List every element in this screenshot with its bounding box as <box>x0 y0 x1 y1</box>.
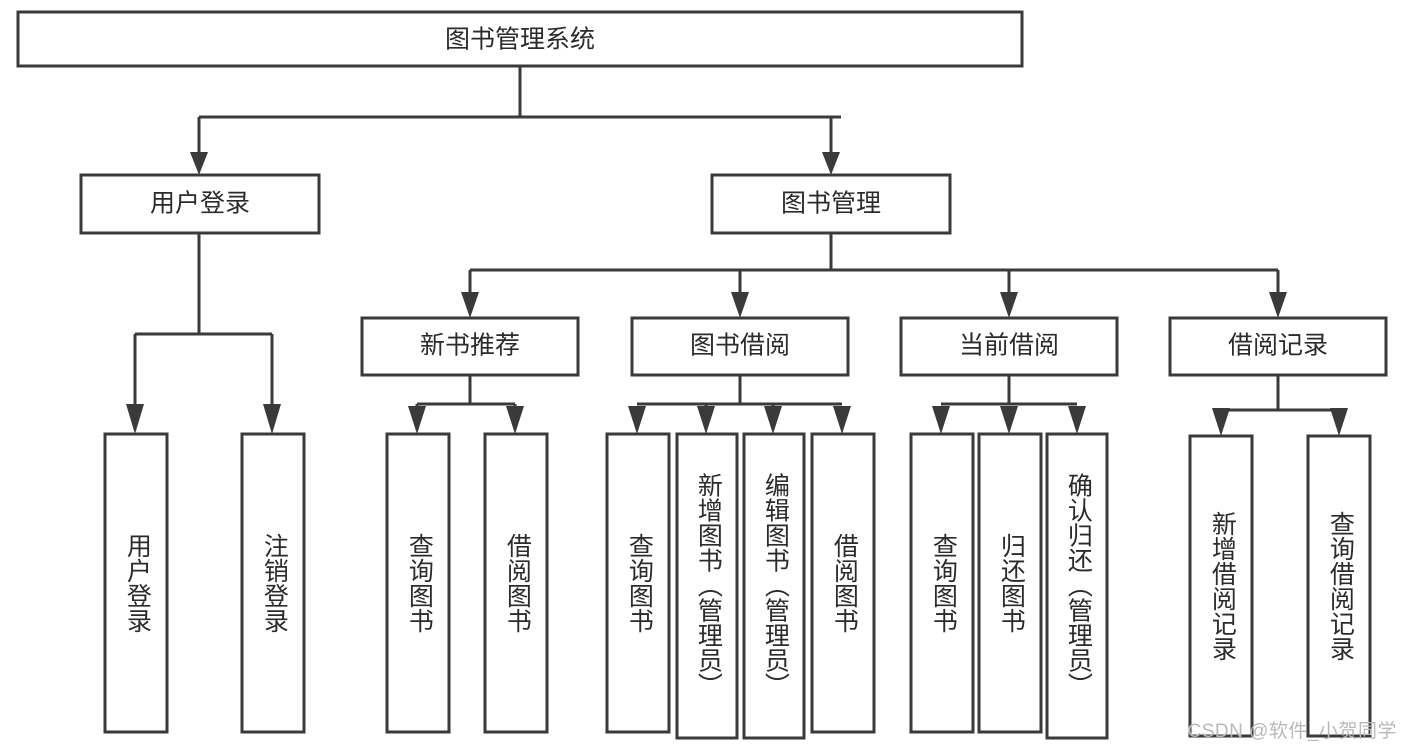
leaf-logout-login-box[interactable] <box>240 432 306 734</box>
leaf-logout-login[interactable]: 注销登录 <box>240 432 306 734</box>
leaf-borrow-book-2[interactable]: 借阅图书 <box>810 432 876 734</box>
arrow-bm-to-current-borrow-icon <box>1000 292 1018 318</box>
leaf-logout-login-label: 注销登录 <box>260 533 289 633</box>
arrow-cb-to-leaf-3-icon <box>1068 406 1086 434</box>
arrow-bb-to-leaf-4-icon <box>833 406 851 434</box>
connector-group-user-login <box>126 233 281 434</box>
leaf-borrow-book-1-label: 借阅图书 <box>503 533 532 633</box>
arrow-ul-to-leaf-1-icon <box>126 404 144 434</box>
connector-group-new-book <box>408 375 524 434</box>
leaf-user-login-label: 用户登录 <box>123 533 152 633</box>
leaf-add-borrow-record-label: 新增借阅记录 <box>1208 511 1237 661</box>
node-current-borrow-label: 当前借阅 <box>959 332 1059 360</box>
leaf-add-borrow-record[interactable]: 新增借阅记录 <box>1188 434 1254 738</box>
leaf-query-book-1-box[interactable] <box>385 432 451 734</box>
node-borrow-record[interactable]: 借阅记录 <box>1168 316 1388 377</box>
node-book-borrow-box[interactable] <box>630 316 850 377</box>
arrow-bb-to-leaf-1-icon <box>628 406 646 434</box>
leaf-query-borrow-record-label: 查询借阅记录 <box>1326 511 1355 661</box>
node-new-book-recommend-box[interactable] <box>360 316 580 377</box>
leaf-edit-book-admin-box[interactable] <box>742 432 806 740</box>
arrow-ul-to-leaf-2-icon <box>263 404 281 434</box>
arrow-nb-to-leaf-1-icon <box>408 406 426 434</box>
csdn-watermark: CSDN @软件_小贺同学 <box>1187 721 1397 742</box>
node-root[interactable]: 图书管理系统 <box>16 10 1024 68</box>
node-borrow-record-label: 借阅记录 <box>1228 332 1328 360</box>
arrow-root-to-book-management-icon <box>822 152 840 175</box>
leaf-confirm-return-admin[interactable]: 确认归还（管理员） <box>1045 432 1109 740</box>
node-root-label: 图书管理系统 <box>445 26 595 54</box>
arrow-cb-to-leaf-1-icon <box>932 406 950 434</box>
leaf-borrow-book-2-label: 借阅图书 <box>830 533 859 633</box>
node-new-book-recommend[interactable]: 新书推荐 <box>360 316 580 377</box>
connector-group-root <box>190 66 841 175</box>
leaf-confirm-return-admin-box[interactable] <box>1045 432 1109 740</box>
leaf-add-book-admin-box[interactable] <box>675 432 739 740</box>
leaf-borrow-book-1[interactable]: 借阅图书 <box>483 432 549 734</box>
leaf-query-book-3-box[interactable] <box>909 432 975 734</box>
node-book-management[interactable]: 图书管理 <box>710 173 952 235</box>
node-book-management-box[interactable] <box>710 173 952 235</box>
leaf-borrow-book-2-box[interactable] <box>810 432 876 734</box>
leaf-user-login[interactable]: 用户登录 <box>103 432 169 734</box>
arrow-root-to-user-login-icon <box>190 152 208 175</box>
leaf-query-book-2[interactable]: 查询图书 <box>605 432 671 734</box>
connector-group-book-management <box>461 233 1287 318</box>
leaf-confirm-return-admin-label: 确认归还（管理员） <box>1064 473 1093 698</box>
leaf-query-borrow-record-box[interactable] <box>1306 434 1372 738</box>
node-borrow-record-box[interactable] <box>1168 316 1388 377</box>
arrow-br-to-leaf-1-icon <box>1212 408 1230 436</box>
leaf-query-book-3-label: 查询图书 <box>929 533 958 633</box>
leaf-query-book-3[interactable]: 查询图书 <box>909 432 975 734</box>
leaf-add-borrow-record-box[interactable] <box>1188 434 1254 738</box>
node-book-management-label: 图书管理 <box>781 190 881 218</box>
arrow-bm-to-borrow-record-icon <box>1269 292 1287 318</box>
node-current-borrow-box[interactable] <box>899 316 1119 377</box>
leaf-query-borrow-record[interactable]: 查询借阅记录 <box>1306 434 1372 738</box>
leaf-return-book-box[interactable] <box>977 432 1043 734</box>
node-root-box[interactable] <box>16 10 1024 68</box>
node-new-book-recommend-label: 新书推荐 <box>420 332 520 360</box>
arrow-br-to-leaf-2-icon <box>1330 408 1348 436</box>
leaf-query-book-1[interactable]: 查询图书 <box>385 432 451 734</box>
leaf-edit-book-admin-label: 编辑图书（管理员） <box>761 473 790 698</box>
arrow-bb-to-leaf-2-icon <box>697 406 715 434</box>
leaf-add-book-admin-label: 新增图书（管理员） <box>694 473 723 698</box>
arrow-bm-to-new-book-icon <box>461 292 479 318</box>
arrow-cb-to-leaf-2-icon <box>1000 406 1018 434</box>
node-user-login-label: 用户登录 <box>150 190 250 218</box>
leaf-borrow-book-1-box[interactable] <box>483 432 549 734</box>
node-book-borrow[interactable]: 图书借阅 <box>630 316 850 377</box>
leaf-return-book[interactable]: 归还图书 <box>977 432 1043 734</box>
leaf-return-book-label: 归还图书 <box>997 533 1026 633</box>
leaf-query-book-2-label: 查询图书 <box>625 533 654 633</box>
arrow-bm-to-book-borrow-icon <box>731 292 749 318</box>
node-current-borrow[interactable]: 当前借阅 <box>899 316 1119 377</box>
leaf-query-book-2-box[interactable] <box>605 432 671 734</box>
arrow-nb-to-leaf-2-icon <box>506 406 524 434</box>
connector-group-borrow-record <box>1212 375 1348 436</box>
node-user-login-box[interactable] <box>79 173 321 235</box>
leaf-query-book-1-label: 查询图书 <box>405 533 434 633</box>
node-user-login[interactable]: 用户登录 <box>79 173 321 235</box>
leaf-user-login-box[interactable] <box>103 432 169 734</box>
leaf-add-book-admin[interactable]: 新增图书（管理员） <box>675 432 739 740</box>
leaf-edit-book-admin[interactable]: 编辑图书（管理员） <box>742 432 806 740</box>
connector-group-book-borrow <box>628 375 851 434</box>
arrow-bb-to-leaf-3-icon <box>764 406 782 434</box>
node-book-borrow-label: 图书借阅 <box>690 332 790 360</box>
connector-group-current-borrow <box>932 375 1086 434</box>
